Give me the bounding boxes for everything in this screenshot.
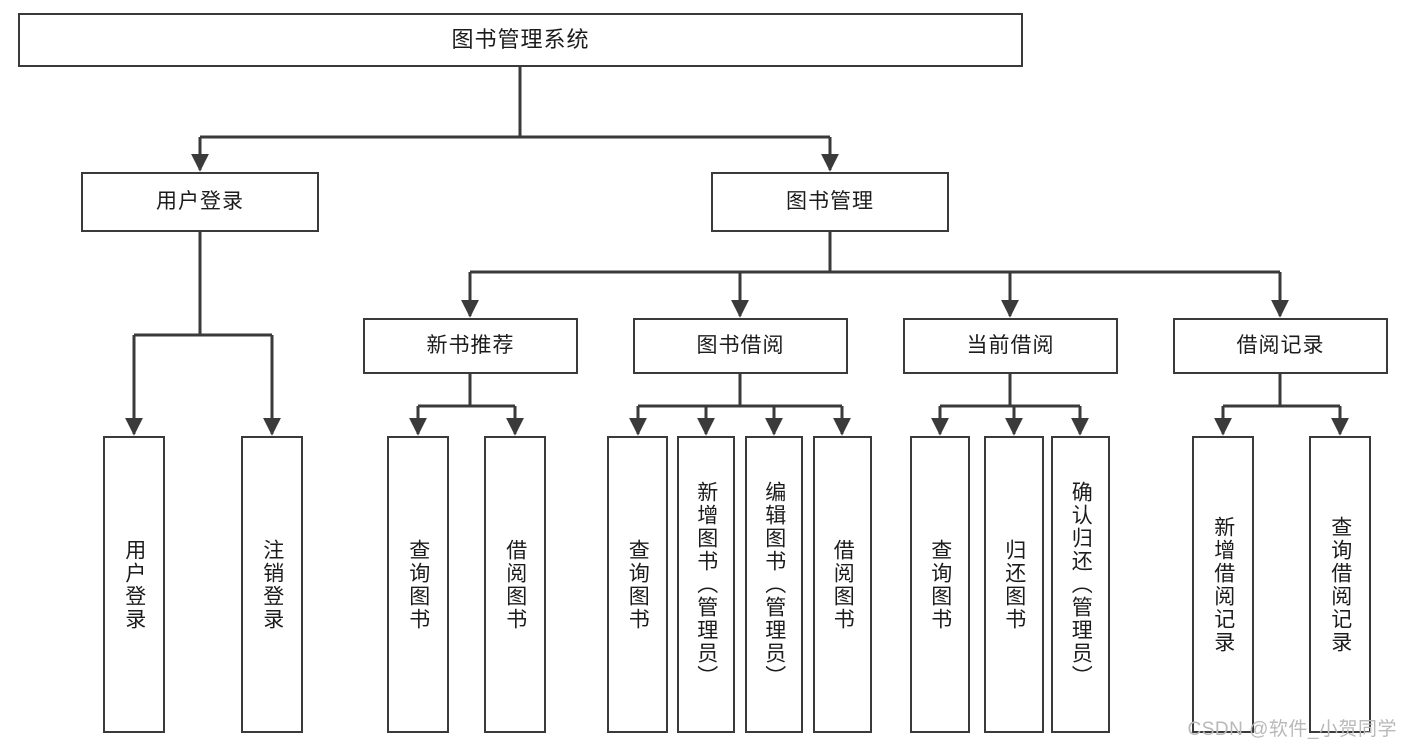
node-book-borrow[interactable]: 图书借阅 [633,318,848,374]
node-current-borrow[interactable]: 当前借阅 [903,318,1118,374]
node-leaf-confirm-return-label: 确认归还（管理员） [1069,481,1093,688]
node-root-label: 图书管理系统 [451,26,590,52]
node-book-borrow-label: 图书借阅 [696,334,785,358]
node-borrow-record[interactable]: 借阅记录 [1173,318,1388,374]
node-leaf-add-record[interactable]: 新增借阅记录 [1192,436,1254,733]
node-user-login[interactable]: 用户登录 [81,172,319,232]
node-leaf-borrow-book-2-label: 借阅图书 [831,538,855,631]
node-leaf-edit-book-label: 编辑图书（管理员） [762,481,786,688]
node-leaf-edit-book[interactable]: 编辑图书（管理员） [745,436,803,733]
node-leaf-return-book[interactable]: 归还图书 [984,436,1044,733]
node-book-manage-label: 图书管理 [786,190,874,214]
node-current-borrow-label: 当前借阅 [966,334,1055,358]
node-leaf-add-record-label: 新增借阅记录 [1211,515,1235,654]
node-leaf-query-book-3[interactable]: 查询图书 [910,436,970,733]
node-leaf-confirm-return[interactable]: 确认归还（管理员） [1051,436,1110,733]
node-new-book-rec-label: 新书推荐 [426,334,515,358]
node-leaf-user-login-label: 用户登录 [122,538,146,631]
node-leaf-query-book-3-label: 查询图书 [928,538,952,631]
node-leaf-logout-label: 注销登录 [260,538,284,631]
node-leaf-add-book-label: 新增图书（管理员） [694,481,718,688]
node-leaf-logout[interactable]: 注销登录 [241,436,303,733]
node-leaf-query-book-1[interactable]: 查询图书 [387,436,449,733]
node-leaf-add-book[interactable]: 新增图书（管理员） [677,436,735,733]
node-new-book-rec[interactable]: 新书推荐 [363,318,578,374]
node-root[interactable]: 图书管理系统 [18,13,1023,67]
node-book-manage[interactable]: 图书管理 [711,172,949,232]
watermark: CSDN @软件_小贺同学 [1187,719,1397,740]
node-borrow-record-label: 借阅记录 [1236,334,1325,358]
node-leaf-borrow-book-1-label: 借阅图书 [503,538,527,631]
node-leaf-user-login[interactable]: 用户登录 [103,436,165,733]
node-leaf-borrow-book-1[interactable]: 借阅图书 [484,436,546,733]
node-leaf-query-record[interactable]: 查询借阅记录 [1309,436,1371,733]
node-leaf-query-book-1-label: 查询图书 [406,538,430,631]
node-user-login-label: 用户登录 [156,190,244,214]
node-leaf-query-book-2[interactable]: 查询图书 [607,436,668,733]
node-leaf-query-record-label: 查询借阅记录 [1328,515,1352,654]
node-leaf-borrow-book-2[interactable]: 借阅图书 [813,436,872,733]
node-leaf-query-book-2-label: 查询图书 [626,538,650,631]
node-leaf-return-book-label: 归还图书 [1002,538,1026,631]
